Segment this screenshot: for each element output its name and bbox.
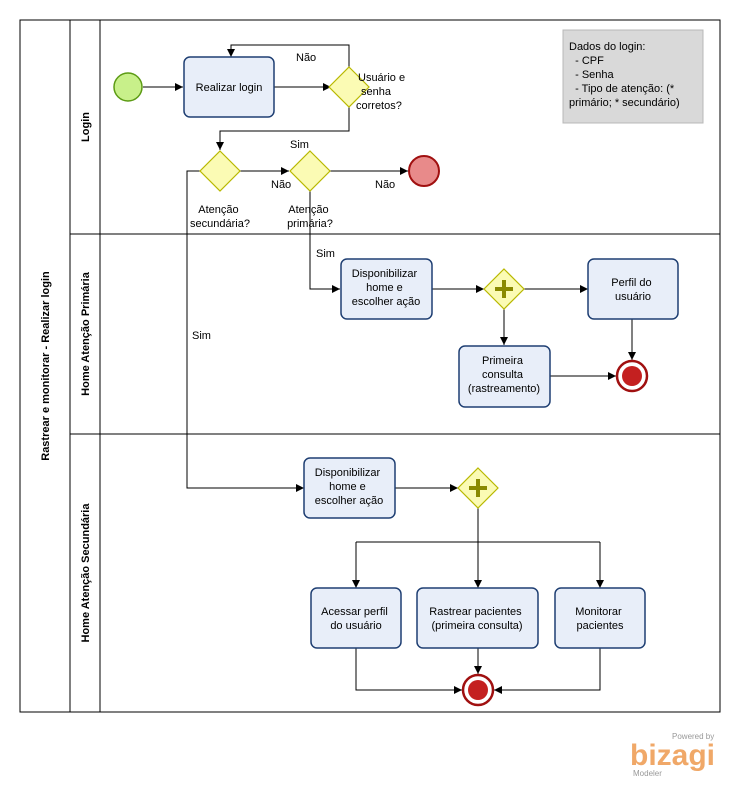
start-event[interactable] bbox=[113, 72, 143, 102]
gateway-label-atencao-primaria: Atenção primária? bbox=[287, 204, 333, 230]
sequence-flows bbox=[143, 44, 636, 694]
task-monitorar-pacientes[interactable]: Monitorar pacientes bbox=[554, 587, 646, 649]
gateway-atencao-primaria[interactable] bbox=[289, 150, 331, 192]
end-event-primaria[interactable] bbox=[615, 359, 649, 393]
gateway-label-atencao-secundaria: Atenção secundária? bbox=[190, 204, 250, 230]
flow-label-nao-primaria: Não bbox=[375, 179, 395, 191]
flow-label-nao-secundaria: Não bbox=[271, 179, 291, 191]
task-disponibilizar-home-secundaria[interactable]: Disponibilizar home e escolher ação bbox=[303, 457, 396, 519]
task-perfil-usuario[interactable]: Perfil do usuário bbox=[587, 258, 679, 320]
flow-label-nao-login: Não bbox=[296, 52, 316, 64]
flow-label-sim-secundaria: Sim bbox=[192, 330, 211, 342]
gateway-label-usuario-senha: Usuário e senha corretos? bbox=[356, 72, 408, 112]
task-primeira-consulta[interactable]: Primeira consulta (rastreamento) bbox=[458, 345, 551, 408]
svg-text:Dados do login: - CPF: Dados do login: - CPF - Senha - Tipo de … bbox=[569, 41, 680, 109]
gateway-atencao-secundaria[interactable] bbox=[199, 150, 241, 192]
lane-label-primaria: Home Atenção Primária bbox=[80, 271, 92, 396]
task-disponibilizar-home-primaria[interactable]: Disponibilizar home e escolher ação bbox=[340, 258, 433, 320]
annotation-note: Dados do login: - CPF - Senha - Tipo de … bbox=[562, 29, 704, 124]
svg-text:Disponibilizar home e: Disponibilizar home e escolher ação bbox=[315, 467, 384, 507]
gateway-usuario-senha[interactable] bbox=[328, 66, 370, 108]
svg-text:Monitorar pacientes: Monitorar pacientes bbox=[575, 606, 625, 632]
task-acessar-perfil[interactable]: Acessar perfil do usuário bbox=[310, 587, 402, 649]
svg-text:Modeler: Modeler bbox=[633, 769, 662, 778]
parallel-gateway-primaria[interactable] bbox=[483, 268, 525, 310]
svg-text:Realizar login: Realizar login bbox=[196, 82, 263, 94]
bizagi-logo: Powered by bizagi Modeler bbox=[630, 732, 715, 778]
svg-text:Rastrear pacientes (prim: Rastrear pacientes (primeira consulta) bbox=[429, 606, 524, 632]
lane-label-secundaria: Home Atenção Secundária bbox=[80, 503, 92, 643]
svg-text:Acessar perfil do usuári: Acessar perfil do usuário bbox=[321, 606, 391, 632]
end-event-secundaria[interactable] bbox=[461, 673, 495, 707]
task-realizar-login[interactable]: Realizar login bbox=[183, 56, 275, 118]
svg-text:Powered by: Powered by bbox=[672, 732, 714, 741]
end-event-login[interactable] bbox=[408, 155, 440, 187]
lane-label-login: Login bbox=[80, 112, 92, 142]
task-rastrear-pacientes[interactable]: Rastrear pacientes (primeira consulta) bbox=[416, 587, 539, 649]
svg-text:Perfil do usuário: Perfil do usuário bbox=[611, 277, 654, 303]
svg-text:bizagi: bizagi bbox=[630, 739, 715, 772]
flow-label-sim-login: Sim bbox=[290, 139, 309, 151]
svg-text:Disponibilizar home e: Disponibilizar home e escolher ação bbox=[352, 268, 421, 308]
flow-label-sim-primaria: Sim bbox=[316, 248, 335, 260]
parallel-gateway-secundaria[interactable] bbox=[457, 467, 499, 509]
svg-text:Primeira consulta: Primeira consulta (rastreamento) bbox=[468, 355, 540, 395]
pool-title: Rastrear e monitorar - Realizar login bbox=[40, 271, 52, 461]
